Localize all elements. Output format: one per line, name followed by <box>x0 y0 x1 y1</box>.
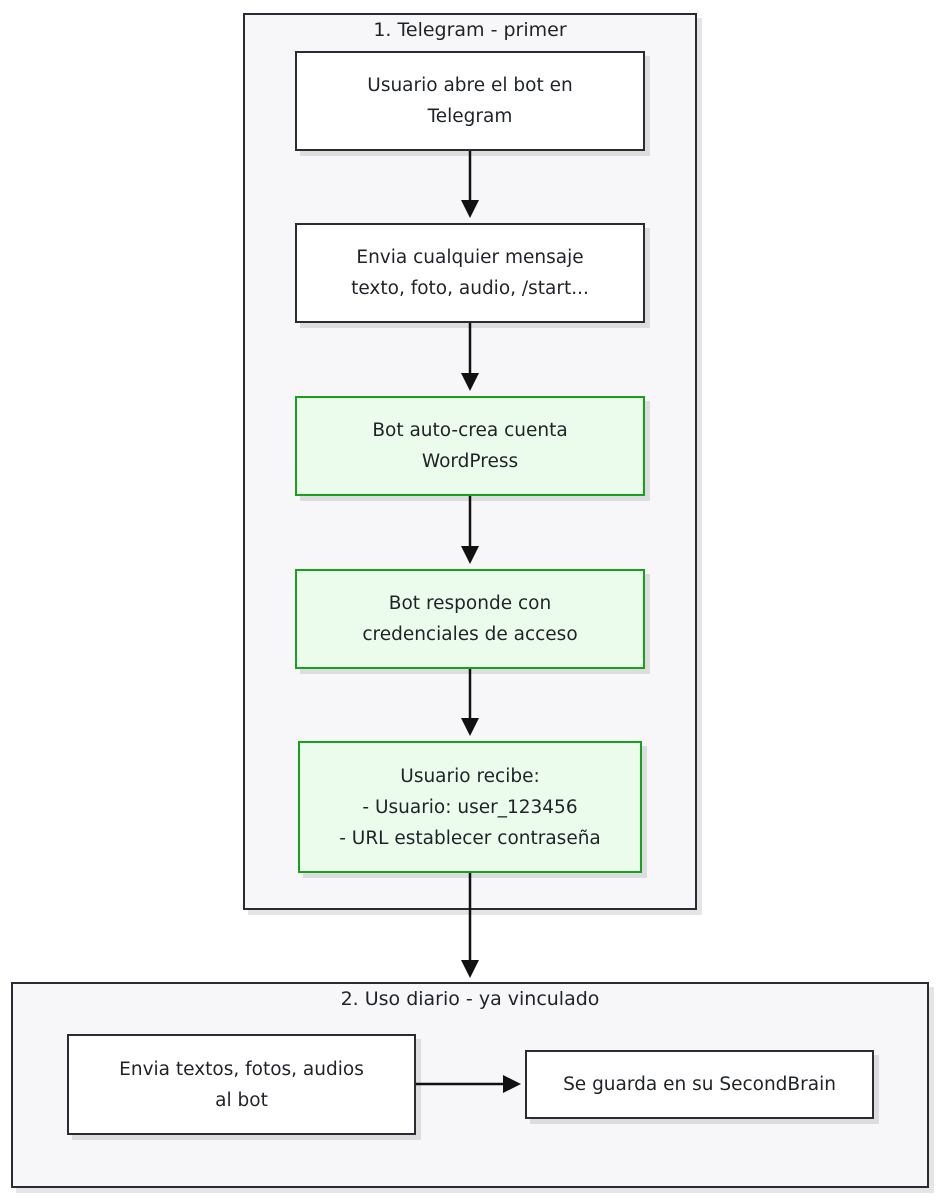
node-send-content[interactable]: Envia textos, fotos, audios al bot <box>67 1034 416 1135</box>
node-saved-secondbrain[interactable]: Se guarda en su SecondBrain <box>525 1050 874 1119</box>
node-auto-create-account[interactable]: Bot auto-crea cuenta WordPress <box>295 396 645 496</box>
node-send-message[interactable]: Envia cualquier mensaje texto, foto, aud… <box>295 223 645 323</box>
group-title-telegram: 1. Telegram - primer <box>373 19 567 41</box>
node-user-receives[interactable]: Usuario recibe: - Usuario: user_123456 -… <box>298 741 642 873</box>
node-responds-credentials[interactable]: Bot responde con credenciales de acceso <box>295 569 645 669</box>
node-open-bot[interactable]: Usuario abre el bot en Telegram <box>295 51 645 151</box>
arrowhead-icon <box>461 960 479 978</box>
group-title-daily-use: 2. Uso diario - ya vinculado <box>340 988 600 1010</box>
